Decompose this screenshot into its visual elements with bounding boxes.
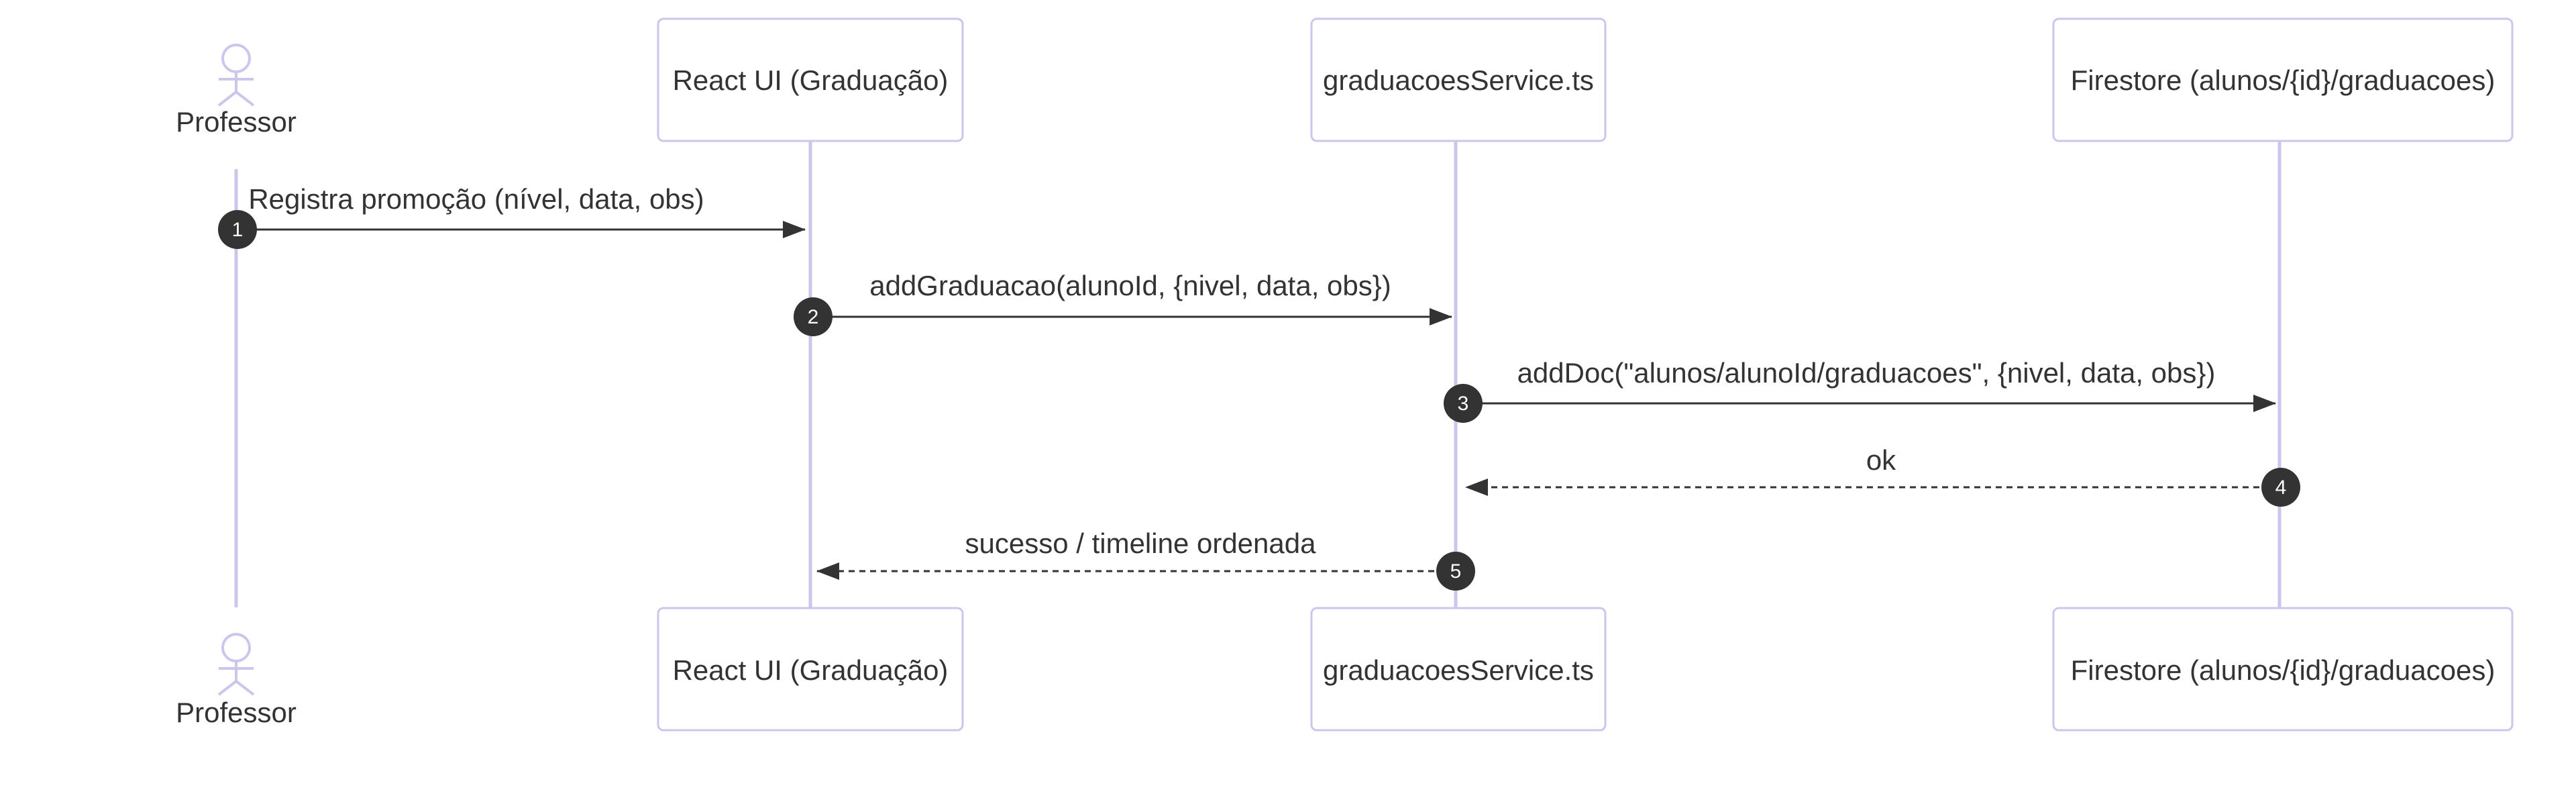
participant-firestore-top: Firestore (alunos/{id}/graduacoes)	[2052, 17, 2514, 142]
sequence-number-badge	[1444, 384, 1483, 423]
sequence-number: 4	[2275, 477, 2287, 499]
actor-icon	[217, 633, 255, 696]
sequence-number-badge	[218, 210, 257, 249]
sequence-number-badge	[794, 297, 833, 336]
message-4: ok 4	[1465, 444, 2300, 507]
message-3: addDoc("alunos/alunoId/graduacoes", {niv…	[1444, 357, 2276, 423]
actor-professor-bottom: Professor	[176, 633, 297, 728]
participant-label: Firestore (alunos/{id}/graduacoes)	[2071, 64, 2496, 96]
message-1: Registra promoção (nível, data, obs) 1	[218, 183, 806, 249]
participant-react-ui-bottom: React UI (Graduação)	[657, 607, 964, 732]
message-label: sucesso / timeline ordenada	[965, 528, 1317, 559]
participant-service-top: graduacoesService.ts	[1310, 17, 1607, 142]
participant-label: graduacoesService.ts	[1323, 654, 1594, 686]
participant-label: React UI (Graduação)	[673, 64, 949, 96]
participant-label: Firestore (alunos/{id}/graduacoes)	[2071, 654, 2496, 686]
participant-firestore-bottom: Firestore (alunos/{id}/graduacoes)	[2052, 607, 2514, 732]
sequence-number: 3	[1458, 393, 1469, 415]
participant-label: graduacoesService.ts	[1323, 64, 1594, 96]
message-label: addGraduacao(alunoId, {nivel, data, obs}…	[869, 270, 1391, 301]
participant-label: Professor	[176, 106, 297, 138]
participant-label: Professor	[176, 697, 297, 728]
sequence-number-badge	[2261, 468, 2300, 507]
message-label: addDoc("alunos/alunoId/graduacoes", {niv…	[1517, 357, 2216, 389]
sequence-number: 5	[1450, 560, 1462, 583]
message-label: ok	[1866, 444, 1896, 476]
participant-label: React UI (Graduação)	[673, 654, 949, 686]
message-label: Registra promoção (nível, data, obs)	[248, 183, 704, 215]
participant-react-ui-top: React UI (Graduação)	[657, 17, 964, 142]
sequence-number-badge	[1436, 552, 1475, 591]
message-2: addGraduacao(alunoId, {nivel, data, obs}…	[794, 270, 1452, 336]
actor-icon	[217, 44, 255, 107]
participant-service-bottom: graduacoesService.ts	[1310, 607, 1607, 732]
message-5: sucesso / timeline ordenada 5	[816, 528, 1475, 591]
actor-professor-top: Professor	[176, 44, 297, 138]
sequence-number: 1	[232, 219, 244, 241]
sequence-number: 2	[808, 306, 819, 328]
